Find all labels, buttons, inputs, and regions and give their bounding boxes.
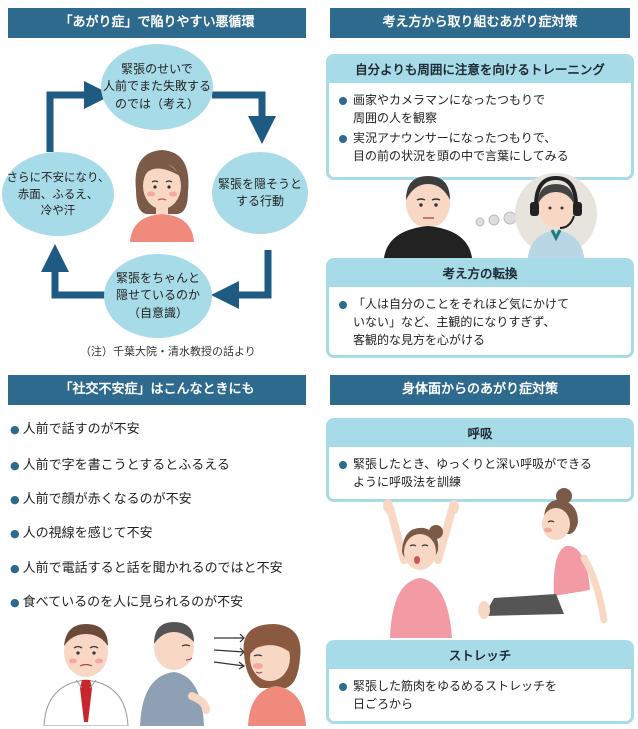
stretching-woman-illustration — [383, 499, 459, 638]
list-item: ●人前で話すのが不安 — [10, 422, 140, 437]
physical-title: 身体面からのあがり症対策 — [330, 375, 630, 405]
breathing-heading: 呼吸 — [329, 421, 631, 447]
nervous-man-illustration — [43, 624, 129, 726]
announcer-illustration — [515, 173, 597, 258]
cycle-right-bubble: 緊張を隠そうと する行動 — [212, 152, 308, 234]
cycle-arrows — [41, 81, 276, 309]
stretch-heading: ストレッチ — [329, 643, 631, 669]
shift-card: 考え方の転換 「人は自分のことをそれほど気にかけて いない」など、主観的になりす… — [326, 258, 634, 358]
breathing-card: 呼吸 緊張したとき、ゆっくりと深い呼吸ができる ように呼吸法を訓練 — [326, 418, 634, 502]
list-item: ●人の視線を感じて不安 — [10, 526, 153, 541]
shift-bullet: 「人は自分のことをそれほど気にかけて いない」など、主観的になりすぎず、 客観的… — [339, 295, 621, 349]
cycle-bottom-bubble: 緊張をちゃんと 隠せているのか （自意識） — [104, 254, 212, 338]
anxious-woman-illustration — [130, 150, 194, 242]
arrow-top-right — [212, 91, 276, 144]
training-card: 自分よりも周囲に注意を向けるトレーニング 画家やカメラマンになったつもりで 周囲… — [326, 54, 634, 180]
list-item: ●食べているのを人に見られるのが不安 — [10, 595, 244, 610]
training-bullet: 画家やカメラマンになったつもりで 周囲の人を観察 — [339, 91, 621, 127]
breathing-bullet: 緊張したとき、ゆっくりと深い呼吸ができる ように呼吸法を訓練 — [339, 455, 621, 491]
cycle-source-note: （注）千葉大院・清水教授の話より — [80, 345, 256, 358]
cycle-top-bubble: 緊張のせいで 人前でまた失敗する のでは（考え） — [101, 44, 213, 130]
list-item: ●人前で字を書こうとするとふるえる — [10, 458, 230, 473]
training-bullet: 実況アナウンサーになったつもりで、 目の前の状況を頭の中で言葉にしてみる — [339, 129, 621, 165]
shift-heading: 考え方の転換 — [329, 261, 631, 287]
cycle-left-bubble: さらに不安になり、 赤面、ふるえ、 冷や汗 — [2, 152, 114, 236]
sitting-stretch-illustration — [478, 488, 608, 624]
thought-dots-icon — [475, 211, 517, 227]
training-heading: 自分よりも周囲に注意を向けるトレーニング — [329, 57, 631, 83]
mindset-title: 考え方から取り組むあがり症対策 — [330, 8, 630, 38]
list-item: ●人前で顔が赤くなるのが不安 — [10, 492, 192, 507]
cycle-title: 「あがり症」で陥りやすい悪循環 — [8, 8, 306, 38]
arrow-top-left — [46, 81, 112, 152]
social-anxiety-title: 「社交不安症」はこんなときにも — [8, 375, 306, 405]
list-item: ●人前で電話すると話を聞かれるのではと不安 — [10, 561, 283, 576]
arrow-bottom-right — [211, 250, 272, 309]
whisper-scene-illustration — [140, 622, 306, 726]
arrow-bottom-left — [41, 244, 105, 299]
stretch-bullet: 緊張した筋肉をゆるめるストレッチを 日ごろから — [339, 677, 621, 713]
stretch-card: ストレッチ 緊張した筋肉をゆるめるストレッチを 日ごろから — [326, 640, 634, 724]
observing-man-illustration — [384, 176, 472, 258]
